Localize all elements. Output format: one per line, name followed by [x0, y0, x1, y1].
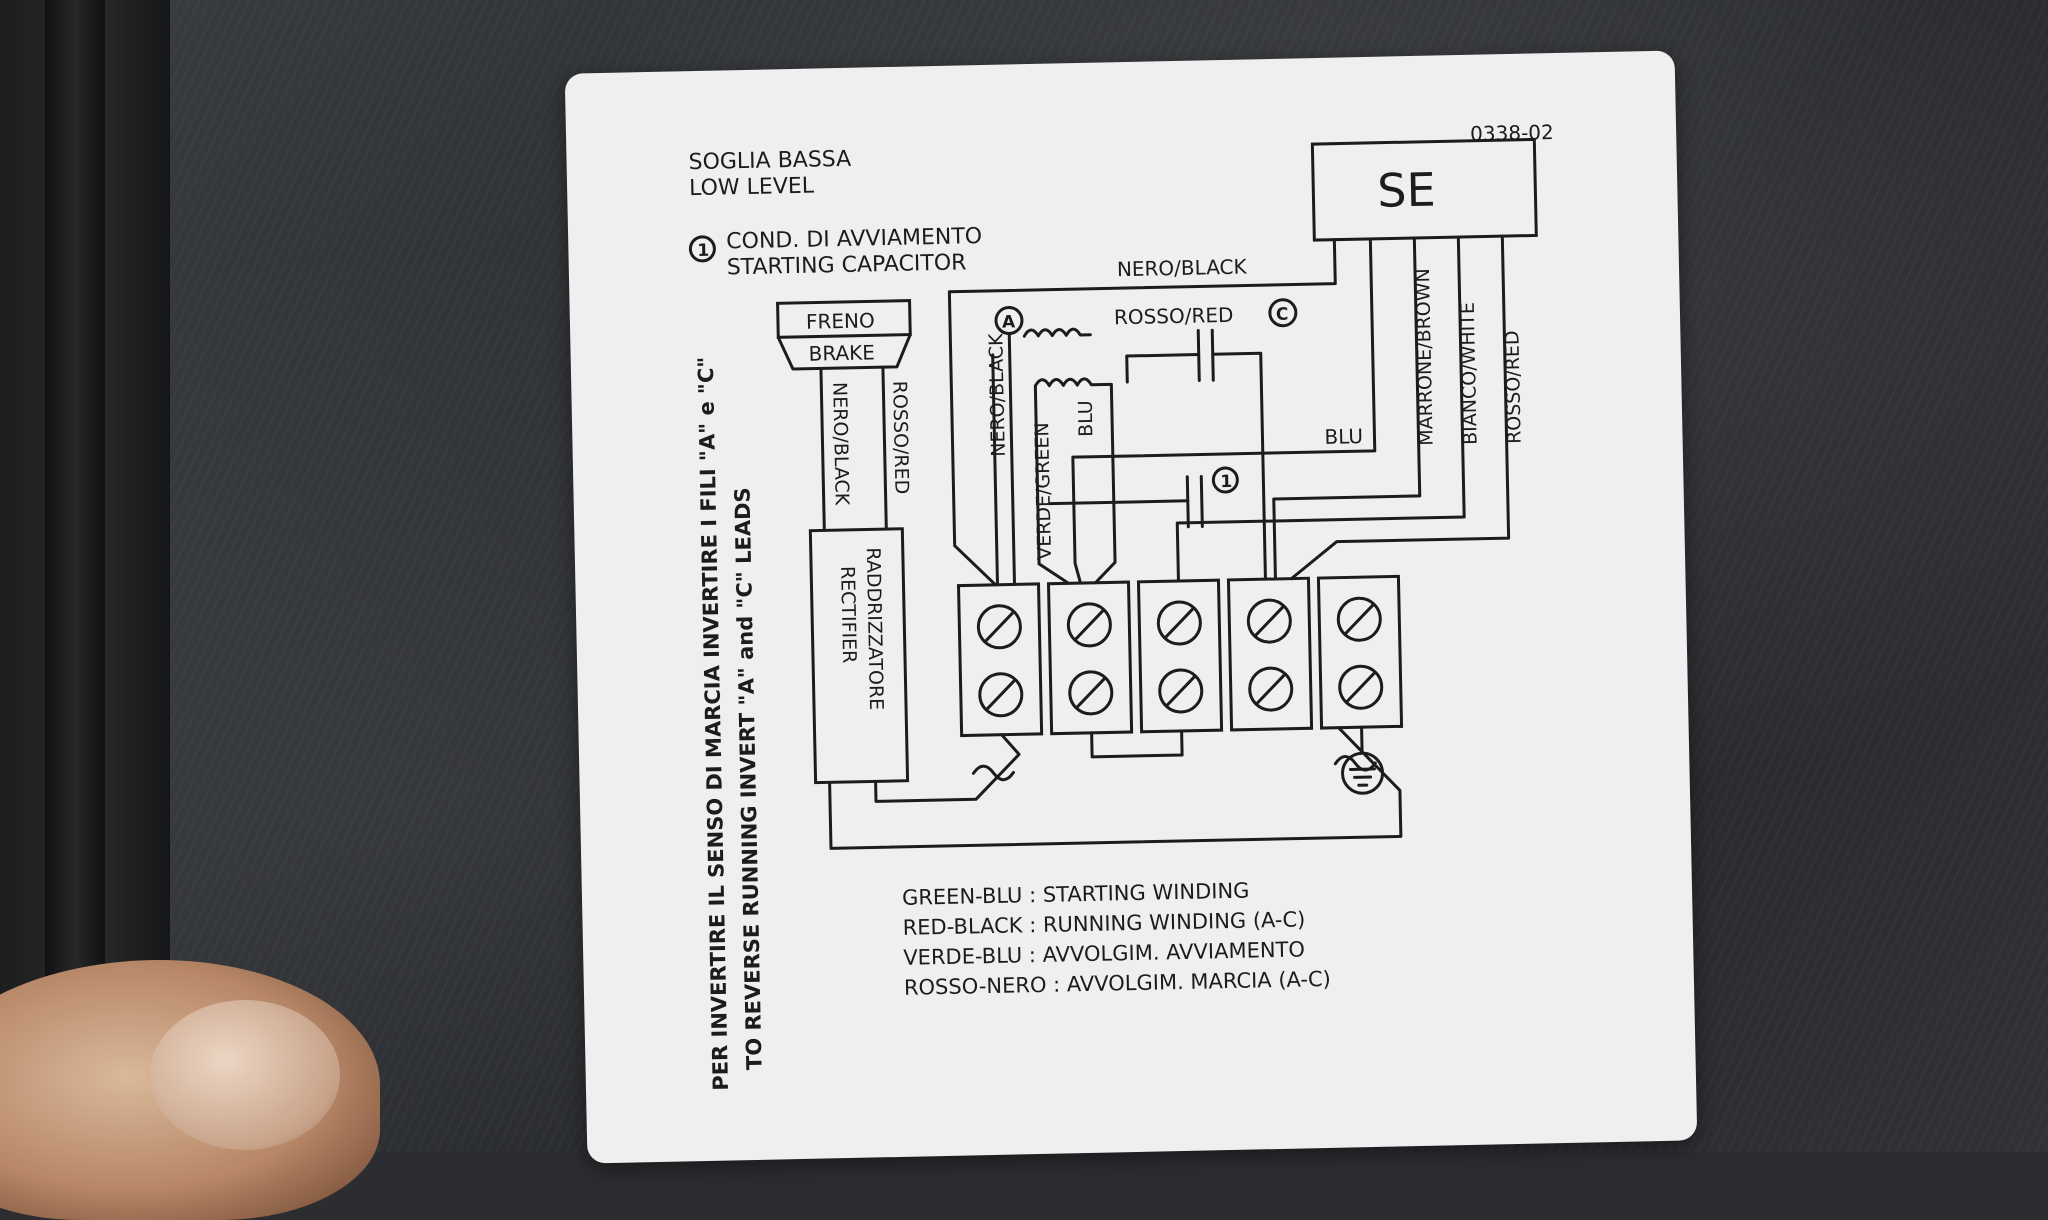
red-label: ROSSO/RED: [1114, 303, 1234, 329]
screw-icon: [976, 604, 1022, 650]
screw-icon: [978, 672, 1024, 718]
se-red-label: ROSSO/RED: [1501, 330, 1525, 444]
terminal-block-2: [1046, 580, 1134, 736]
supply-wire-left: [874, 733, 1021, 803]
rectifier-box: [808, 527, 910, 785]
svg-text:1: 1: [697, 241, 709, 261]
blu-vertical-label: BLU: [1075, 400, 1098, 437]
capacitor-marker-icon: 1: [1211, 466, 1239, 494]
blu-vertical-wire: [1093, 382, 1117, 585]
screw-icon: [1066, 602, 1112, 648]
white-label: BIANCO/WHITE: [1457, 302, 1482, 445]
blu-horizontal-wire: [1071, 237, 1377, 585]
coil-icon: [1022, 327, 1092, 338]
marker-a-icon: A: [994, 305, 1024, 335]
reverse-note-en: TO REVERSE RUNNING INVERT "A" and "C" LE…: [730, 487, 766, 1070]
ac-tilde-icon: [971, 764, 1015, 782]
threshold-it: SOGLIA BASSA: [688, 147, 851, 175]
screw-icon: [1068, 670, 1114, 716]
capacitor-icon: [1125, 328, 1267, 581]
supply-wire-bottom: [828, 726, 1403, 850]
jumper-wire: [1090, 729, 1184, 759]
white-wire: [1175, 235, 1466, 583]
green-label: VERDE/GREEN: [1031, 422, 1056, 560]
terminal-block-1: [956, 582, 1044, 738]
wiring-diagram: 0338-02 SOGLIA BASSA LOW LEVEL 1 COND. D…: [688, 120, 1554, 1091]
legend-line-1: GREEN-BLU : STARTING WINDING: [902, 879, 1250, 910]
legend-line-3: VERDE-BLU : AVVOLGIM. AVVIAMENTO: [903, 937, 1305, 969]
brake-en: BRAKE: [808, 340, 875, 365]
reverse-note-it: PER INVERTIRE IL SENSO DI MARCIA INVERTI…: [694, 356, 733, 1091]
rectifier-en: RECTIFIER: [836, 566, 860, 664]
brake-red-wire: [881, 365, 888, 531]
brake-black-wire: [819, 366, 826, 532]
svg-text:A: A: [1002, 312, 1016, 332]
se-red-wire: [1289, 234, 1511, 581]
top-black-label: NERO/BLACK: [1117, 254, 1248, 281]
brake-black-label: NERO/BLACK: [828, 382, 853, 506]
brake-box: [776, 299, 912, 371]
top-black-wire: [947, 238, 1337, 587]
se-label: SE: [1377, 163, 1436, 218]
svg-text:C: C: [1276, 305, 1289, 325]
capacitor-marker-icon: 1: [688, 235, 716, 263]
screw-icon: [1248, 666, 1294, 712]
terminal-block-3: [1136, 578, 1224, 734]
screw-icon: [1338, 664, 1384, 710]
se-box: [1310, 137, 1538, 242]
screw-icon: [1156, 600, 1202, 646]
brown-wire: [1272, 236, 1422, 581]
red-wire: [1007, 332, 1017, 586]
wiring-label: 0338-02 SOGLIA BASSA LOW LEVEL 1 COND. D…: [564, 50, 1698, 1164]
brake-red-label: ROSSO/RED: [888, 381, 912, 495]
thumbnail: [150, 1000, 340, 1150]
legend-line-2: RED-BLACK : RUNNING WINDING (A-C): [902, 907, 1305, 939]
ground-icon: [1341, 725, 1385, 795]
marker-c-icon: C: [1268, 298, 1298, 328]
green-wire: [1033, 384, 1070, 585]
motor-black-label: NERO/BLACK: [985, 333, 1010, 457]
motor-black-wire: [991, 353, 1000, 587]
capacitor-it: COND. DI AVVIAMENTO: [726, 224, 982, 254]
threshold-en: LOW LEVEL: [689, 174, 815, 202]
winding-legend: GREEN-BLU : STARTING WINDING RED-BLACK :…: [902, 879, 1331, 1000]
brake-it: FRENO: [806, 308, 875, 333]
blu-horizontal-label: BLU: [1324, 424, 1363, 449]
terminal-block-5: [1316, 574, 1404, 730]
svg-text:1: 1: [1220, 472, 1232, 492]
brown-label: MARRONE/BROWN: [1412, 268, 1438, 446]
screw-icon: [1158, 668, 1204, 714]
capacitor-en: STARTING CAPACITOR: [727, 250, 967, 280]
screw-icon: [1246, 598, 1292, 644]
screw-icon: [1336, 596, 1382, 642]
terminal-block-4: [1226, 576, 1314, 732]
coil-icon: [1033, 377, 1113, 388]
legend-line-4: ROSSO-NERO : AVVOLGIM. MARCIA (A-C): [904, 967, 1331, 1000]
rectifier-it: RADDRIZZATORE: [862, 547, 887, 710]
